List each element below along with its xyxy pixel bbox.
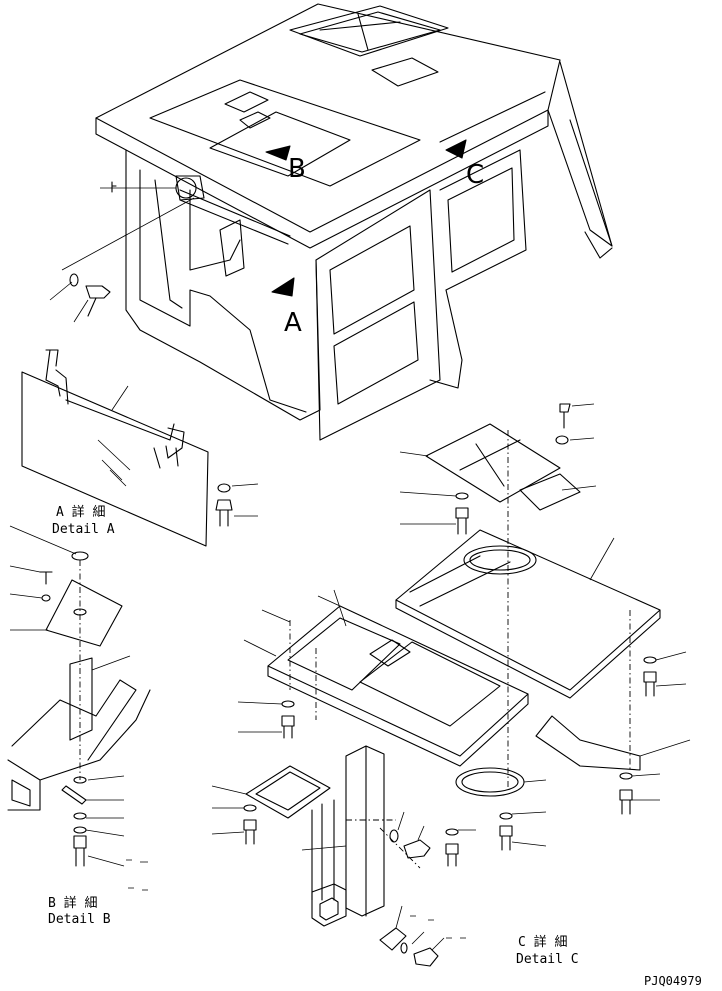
detail-c-en-label: Detail C — [516, 952, 579, 967]
drawing-number: PJQ04979 — [644, 974, 702, 988]
detail-a-parts — [21, 349, 259, 547]
callout-a-letter: A — [284, 308, 302, 338]
detail-a-en-label: Detail A — [52, 522, 115, 537]
detail-b-jp-label: B 詳 細 — [48, 896, 98, 911]
detail-b-parts — [7, 525, 151, 891]
detail-c-parts — [211, 403, 691, 967]
cab-body — [49, 3, 613, 441]
detail-c-jp-label: C 詳 細 — [518, 935, 568, 950]
callout-c-letter: C — [466, 160, 485, 190]
detail-b-en-label: Detail B — [48, 912, 111, 927]
detail-a-jp-label: A 詳 細 — [56, 505, 106, 520]
callout-b-letter: B — [288, 154, 306, 184]
